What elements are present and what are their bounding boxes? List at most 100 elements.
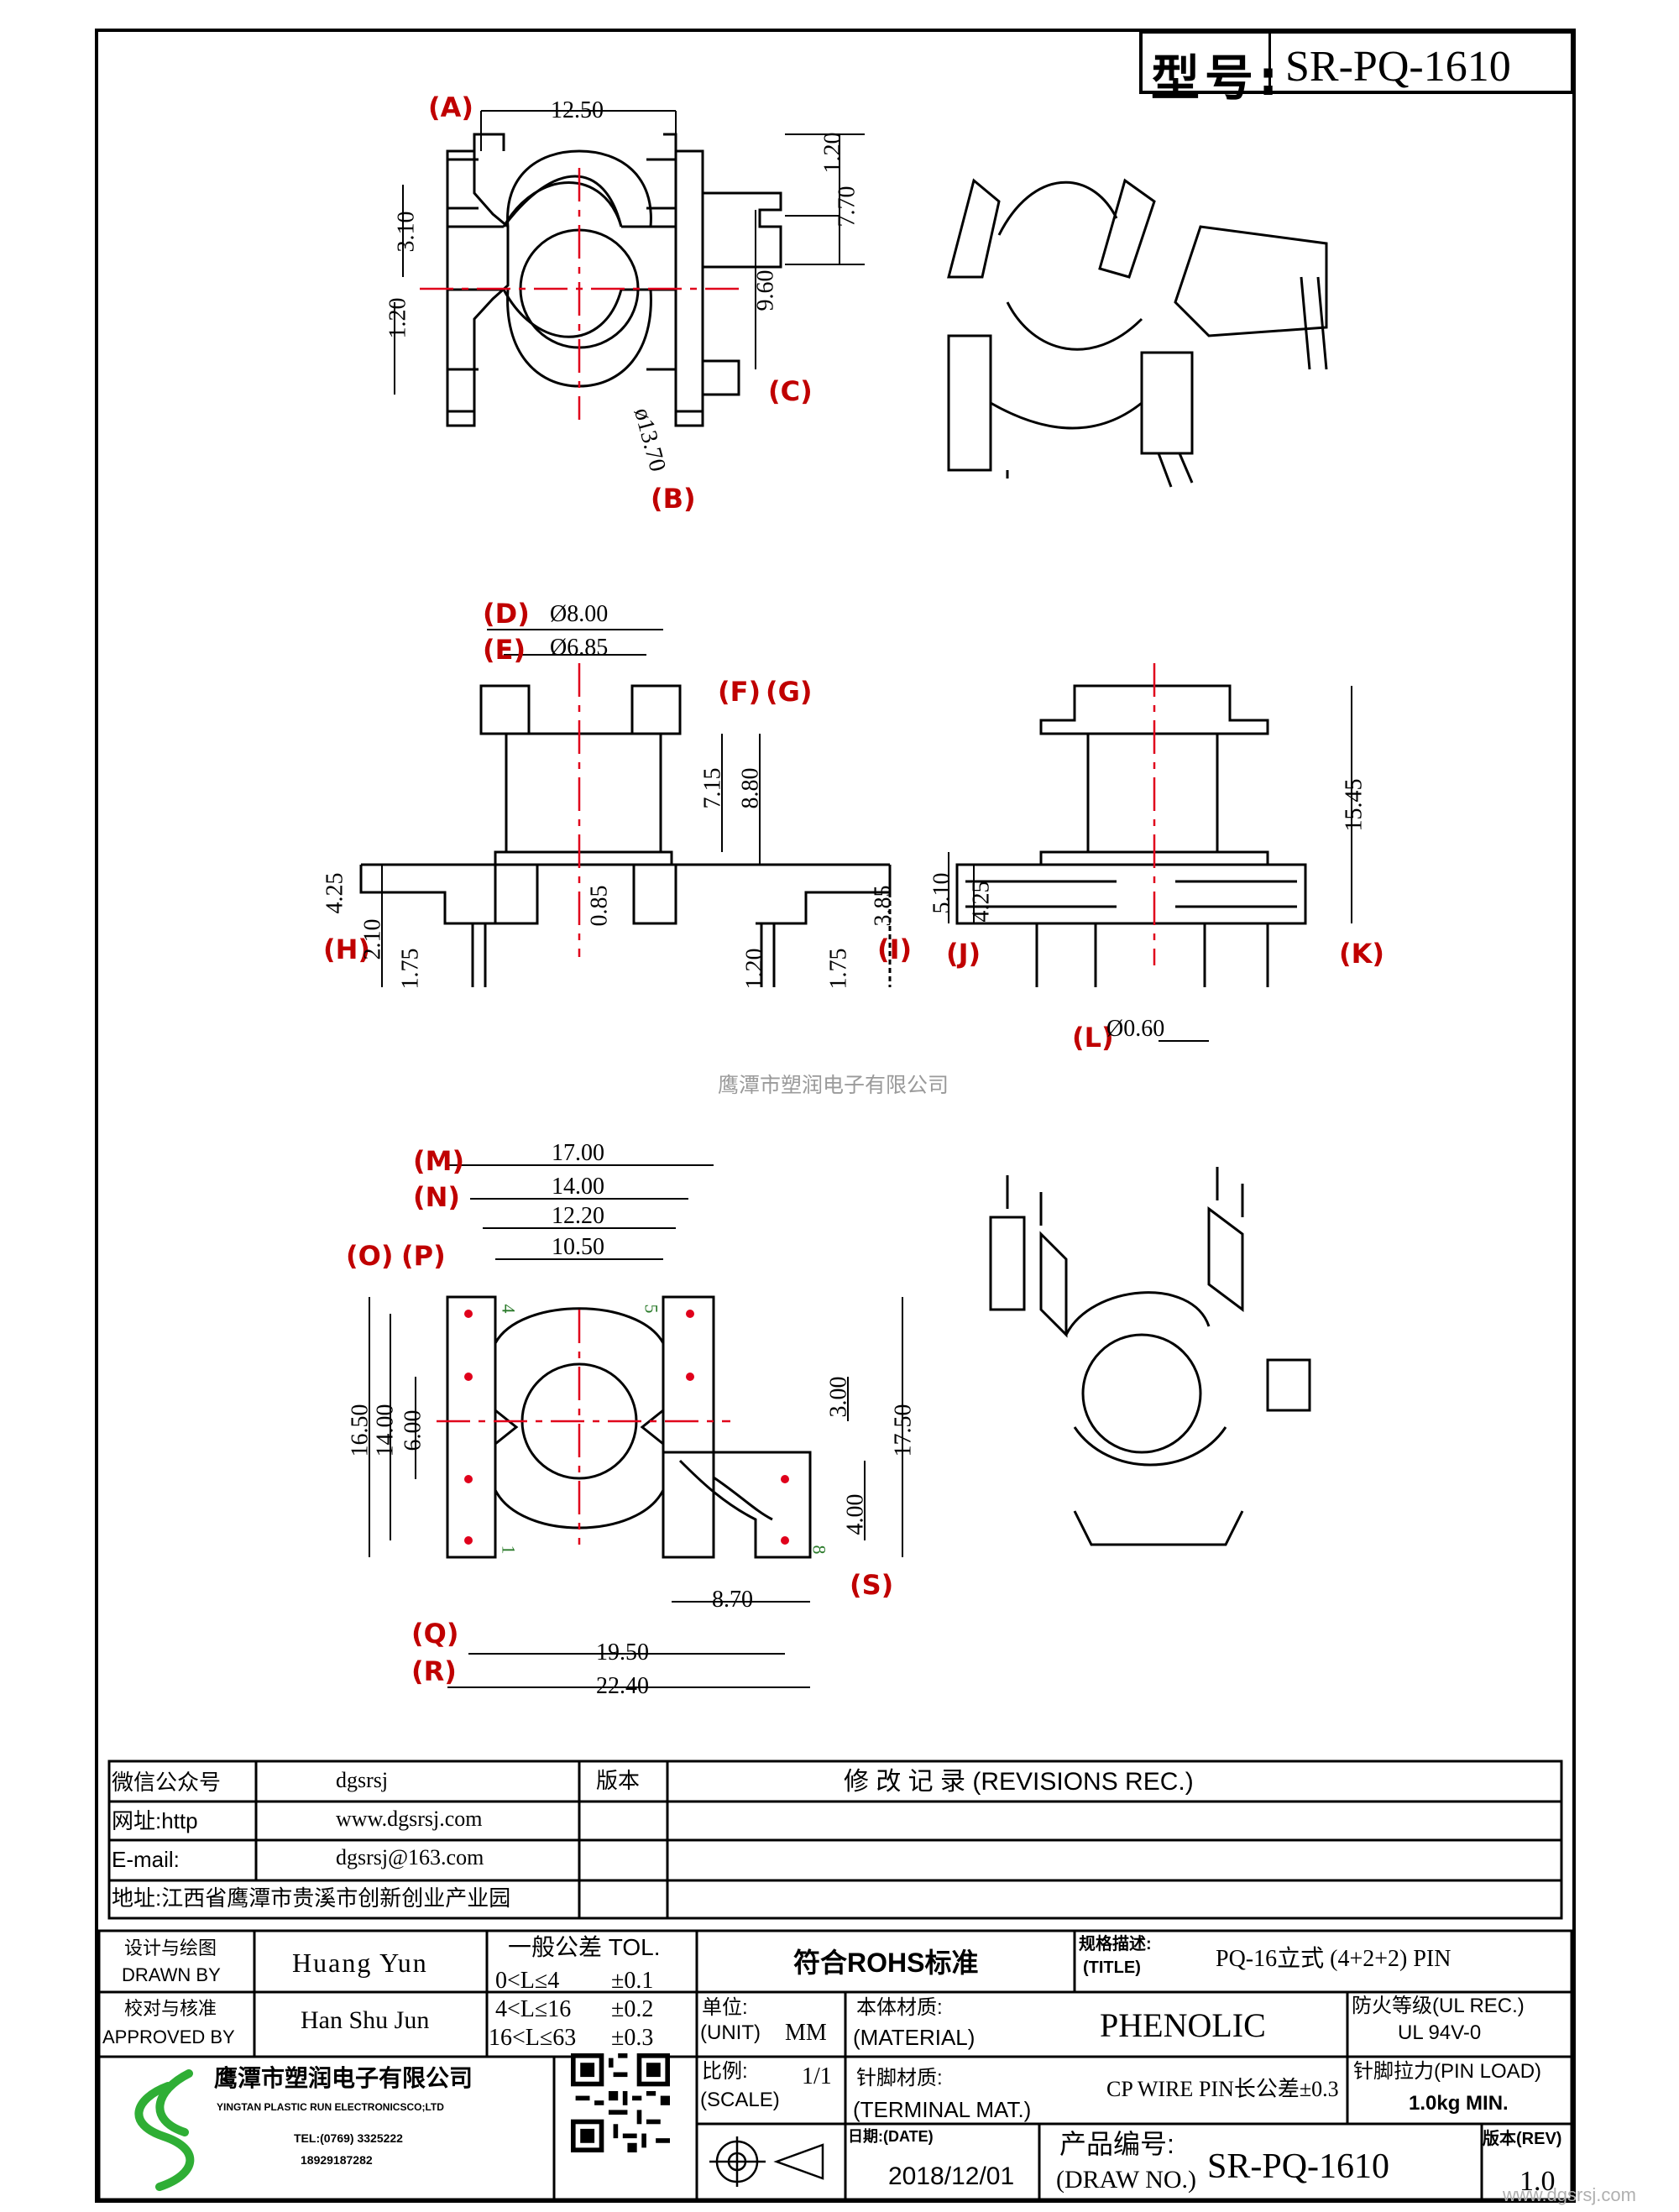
tol-range-2: 4<L≤16 [495,1996,572,2022]
dim-h1: 7.15 [699,767,726,809]
callout-e: (E) [483,634,526,666]
email-value: dgsrsj@163.com [336,1845,484,1869]
dim-n: 14.00 [552,1174,604,1200]
version-header: 版本 [596,1768,641,1793]
tol-value-1: ±0.1 [611,1968,654,1994]
email-label: E-mail: [112,1847,180,1872]
top-view-centerlines [420,168,739,420]
top-view [446,133,782,427]
terminal-cn: 针脚材质: [856,2067,943,2089]
pin-load-label: 针脚拉力(PIN LOAD) [1353,2060,1542,2083]
draw-no-en: (DRAW NO.) [1056,2166,1197,2194]
web-label: 网址:http [112,1808,198,1833]
wechat-label: 微信公众号 [112,1770,222,1795]
spec-en: (TITLE) [1083,1958,1141,1977]
callout-l: (L) [1072,1022,1114,1054]
drawn-name: Huang Yun [292,1948,428,1978]
draw-no-cn: 产品编号: [1059,2129,1174,2159]
qr-code [571,2053,670,2152]
dim-e-dia: Ø6.85 [550,635,609,661]
revision-table [107,1760,1563,1920]
callout-d: (D) [483,598,530,630]
dim-bottom-left-in: 6.00 [400,1409,426,1451]
dim-q: 19.50 [596,1639,649,1666]
dim-side-2: 4.25 [968,881,995,923]
scale-en: (SCALE) [700,2089,780,2111]
model-label: 型号: [1151,50,1284,107]
front-view [359,684,892,987]
pin-label-4: 4 [498,1304,520,1314]
scale-value: 1/1 [802,2063,832,2089]
callout-f: (F) [718,676,761,708]
dim-r: 22.40 [596,1673,649,1699]
material-cn: 本体材质: [856,1996,943,2019]
material-value: PHENOLIC [1100,2006,1266,2044]
dim-center: 0.85 [586,885,613,927]
isometric-view-bottom [989,1167,1311,1546]
approved-cn: 校对与核准 [124,1998,217,2019]
dim-left-a: 4.25 [322,872,348,914]
outer-frame [95,29,1576,2203]
fire-rating-label: 防火等级(UL REC.) [1352,1995,1525,2017]
tolerance-header: 一般公差 TOL. [508,1934,661,1960]
dim-bottom-right-b: 4.00 [842,1493,869,1535]
company-watermark: 鹰潭市塑润电子有限公司 [718,1073,949,1097]
callout-k: (K) [1339,938,1385,970]
material-en: (MATERIAL) [853,2025,975,2050]
terminal-en: (TERMINAL MAT.) [853,2097,1032,2122]
terminal-value: CP WIRE [1106,2077,1194,2101]
rohs-statement: 符合ROHS标准 [793,1948,979,1978]
dim-bottom-right-total: 17.50 [890,1404,917,1457]
bottom-view-centerlines [437,1310,730,1545]
drawn-cn: 设计与绘图 [124,1937,217,1958]
callout-n: (N) [413,1181,461,1213]
dim-left-b: 2.10 [359,918,386,960]
rev-label: 版本(REV) [1483,2130,1562,2148]
scale-cn: 比例: [702,2060,748,2083]
projection-symbol [709,2136,824,2187]
dim-s: 8.70 [712,1587,753,1613]
dim-p: 10.50 [552,1234,604,1260]
date-label: 日期:(DATE) [848,2128,934,2145]
unit-cn: 单位: [702,1996,748,2019]
rev-value: 1.0 [1519,2166,1556,2197]
dim-side-total: 15.45 [1341,778,1368,832]
title-block-grid [97,1929,1573,2201]
pin-length-tolerance: PIN长公差±0.3 [1199,2077,1339,2101]
side-view [955,684,1307,987]
pin-label-8: 8 [808,1545,830,1555]
bottom-view-pins [464,1310,789,1545]
unit-value: MM [785,2020,827,2046]
pin-load-value: 1.0kg MIN. [1409,2092,1509,2115]
wechat-value: dgsrsj [336,1768,389,1792]
dim-n2: 12.20 [552,1203,604,1229]
dim-top-left-1: 3.10 [393,211,420,253]
drawn-en: DRAWN BY [122,1964,221,1985]
model-separator [1268,34,1271,91]
dim-top-left-2: 1.20 [384,297,411,339]
dim-a-width: 12.50 [551,97,604,123]
callout-j: (J) [946,938,981,970]
dim-top-right-2: 7.70 [834,186,860,227]
callout-o: (O) [346,1240,394,1272]
dim-d-dia: Ø8.00 [550,601,609,627]
draw-no-value: SR-PQ-1610 [1207,2147,1390,2186]
unit-en: (UNIT) [700,2021,761,2044]
tol-value-2: ±0.2 [611,1996,654,2022]
dim-m: 17.00 [552,1140,604,1166]
model-value: SR-PQ-1610 [1285,43,1511,91]
callout-p: (P) [401,1240,446,1272]
dim-pin-dia: Ø0.60 [1106,1016,1165,1042]
callout-i: (I) [877,933,913,965]
dim-side-1: 5.10 [928,872,955,914]
dim-right-a: 1.75 [825,948,852,990]
company-name-en: YINGTAN PLASTIC RUN ELECTRONICSCO;LTD [217,2101,444,2113]
callout-s: (S) [850,1569,894,1601]
tol-value-3: ±0.3 [611,2025,654,2051]
tol-range-1: 0<L≤4 [495,1968,560,1994]
callout-m: (M) [413,1145,465,1177]
footer-watermark: www.dgsrsj.com [1503,2184,1636,2205]
callout-b: (B) [651,483,696,515]
dim-pin-width: 1.20 [741,948,768,990]
